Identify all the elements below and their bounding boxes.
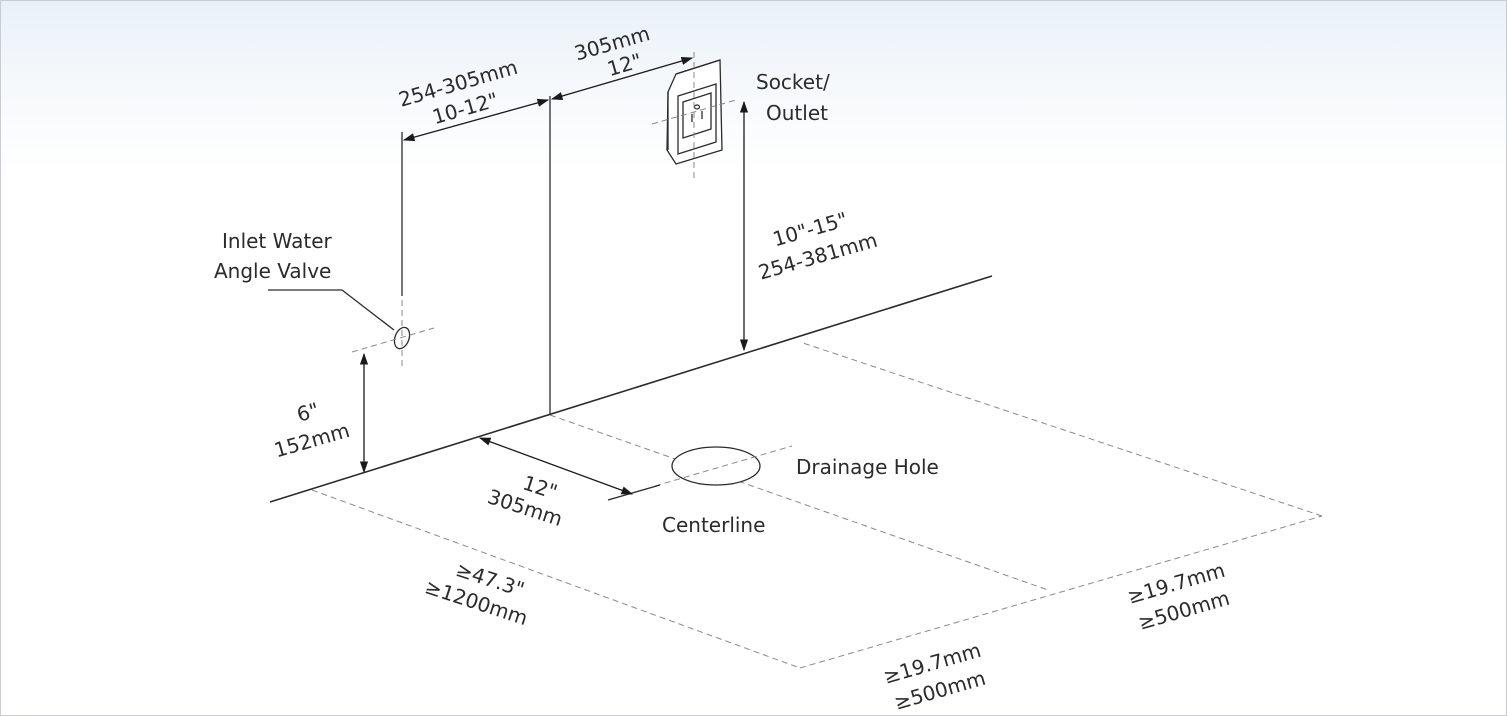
dim-valve-height-mm: 152mm	[271, 418, 352, 462]
socket-outlet-icon	[651, 52, 737, 178]
dim-drain-from-wall-label: 12" 305mm	[485, 471, 566, 531]
drainage-hole-icon	[607, 445, 793, 501]
dim-floor-length-label: ≥47.3" ≥1200mm	[422, 557, 531, 630]
drainage-hole-label: Drainage Hole	[796, 455, 939, 479]
dim-center-to-socket-label: 305mm 12"	[572, 21, 653, 81]
socket-label-line1: Socket/	[756, 70, 830, 94]
dim-valve-to-center	[402, 98, 550, 142]
inlet-label-line2: Angle Valve	[214, 259, 331, 283]
floor-area-outline	[311, 341, 1323, 669]
socket-label-line2: Outlet	[766, 101, 828, 125]
dim-valve-height-label: 6" 152mm	[271, 398, 352, 463]
angle-valve-icon	[268, 289, 435, 368]
wall-floor-line	[269, 275, 993, 503]
inlet-label-line1: Inlet Water	[222, 229, 333, 253]
dim-floor-depth-right-label: ≥19.7mm ≥500mm	[1125, 558, 1233, 635]
dim-drain-from-wall	[478, 437, 634, 495]
dim-floor-depth-front-label: ≥19.7mm ≥500mm	[881, 638, 989, 715]
centerline-label: Centerline	[662, 513, 765, 537]
dim-center-to-socket	[550, 57, 694, 100]
dim-socket-height-label: 10"-15" 254-381mm	[756, 207, 880, 284]
dim-valve-height-in: 6"	[294, 398, 322, 427]
